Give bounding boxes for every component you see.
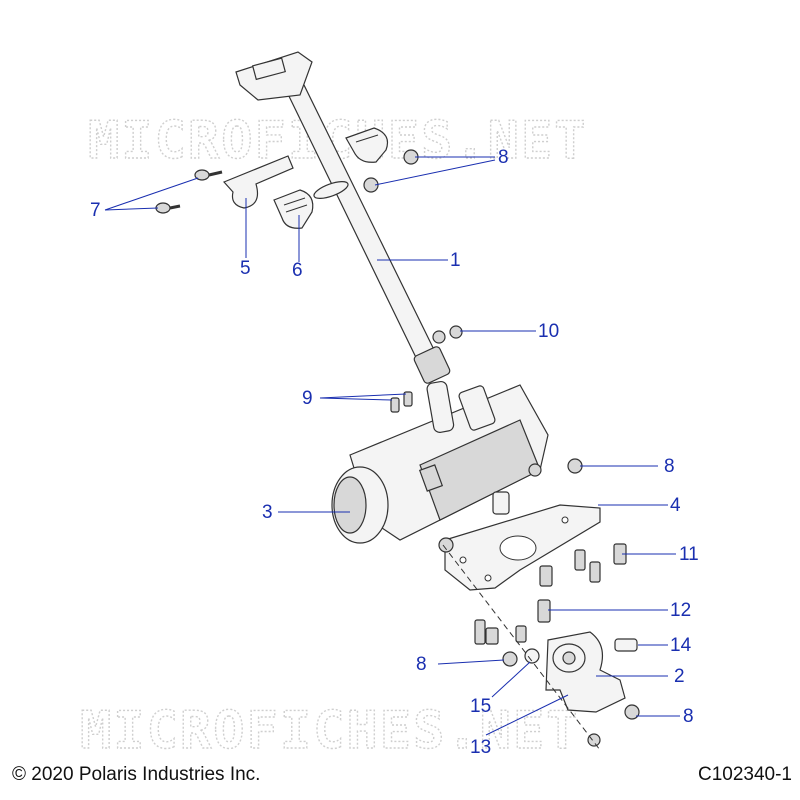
lower-steering-joint xyxy=(545,631,638,713)
bolts-11 xyxy=(539,543,627,587)
column-bracket-clamp xyxy=(222,155,294,209)
callout-8-top: 8 xyxy=(498,147,509,168)
bolt-lower xyxy=(155,202,181,214)
callout-5: 5 xyxy=(240,258,251,279)
nut-upper-b xyxy=(363,177,379,193)
callout-9: 9 xyxy=(302,388,313,409)
callout-11: 11 xyxy=(679,544,699,565)
nut-8-right xyxy=(567,458,583,474)
bolt-12 xyxy=(537,599,551,623)
callout-7: 7 xyxy=(90,200,101,221)
callout-13: 13 xyxy=(470,737,491,758)
copyright-text: © 2020 Polaris Industries Inc. xyxy=(12,764,261,785)
nut-lower xyxy=(502,651,518,667)
steering-column-tube xyxy=(235,51,451,384)
lower-bolts xyxy=(474,619,527,645)
callout-2: 2 xyxy=(674,666,685,687)
mounting-plate xyxy=(444,504,601,591)
watermark-bottom: MICROFICHES.NET xyxy=(80,701,580,761)
callout-8-left: 8 xyxy=(416,654,427,675)
centerline xyxy=(442,544,601,751)
callout-15: 15 xyxy=(470,696,491,717)
callout-14: 14 xyxy=(670,635,692,656)
callout-10: 10 xyxy=(538,321,559,342)
callout-1: 1 xyxy=(450,250,461,271)
callout-6: 6 xyxy=(292,260,303,281)
bushing-lower xyxy=(273,189,314,229)
callout-8-bottom: 8 xyxy=(683,706,694,727)
bushing-upper xyxy=(345,127,389,163)
diagram-id: C102340-1 xyxy=(697,764,792,785)
washer-15 xyxy=(524,648,540,664)
nut-bottom xyxy=(587,733,601,747)
callouts: 1 2 3 4 5 6 7 8 8 8 8 9 10 11 12 13 14 1… xyxy=(90,147,699,758)
leader-lines xyxy=(104,156,680,736)
callout-12: 12 xyxy=(670,600,691,621)
callout-3: 3 xyxy=(262,502,273,523)
bolt-upper xyxy=(194,169,223,181)
nut-plate xyxy=(438,537,454,553)
nut-unit xyxy=(528,463,542,477)
callout-8-right: 8 xyxy=(664,456,675,477)
nut-10-a xyxy=(432,330,446,344)
bolts-9 xyxy=(390,391,413,413)
nut-8-lower xyxy=(624,704,640,720)
callout-4: 4 xyxy=(670,495,681,516)
nut-10-b xyxy=(449,325,463,339)
